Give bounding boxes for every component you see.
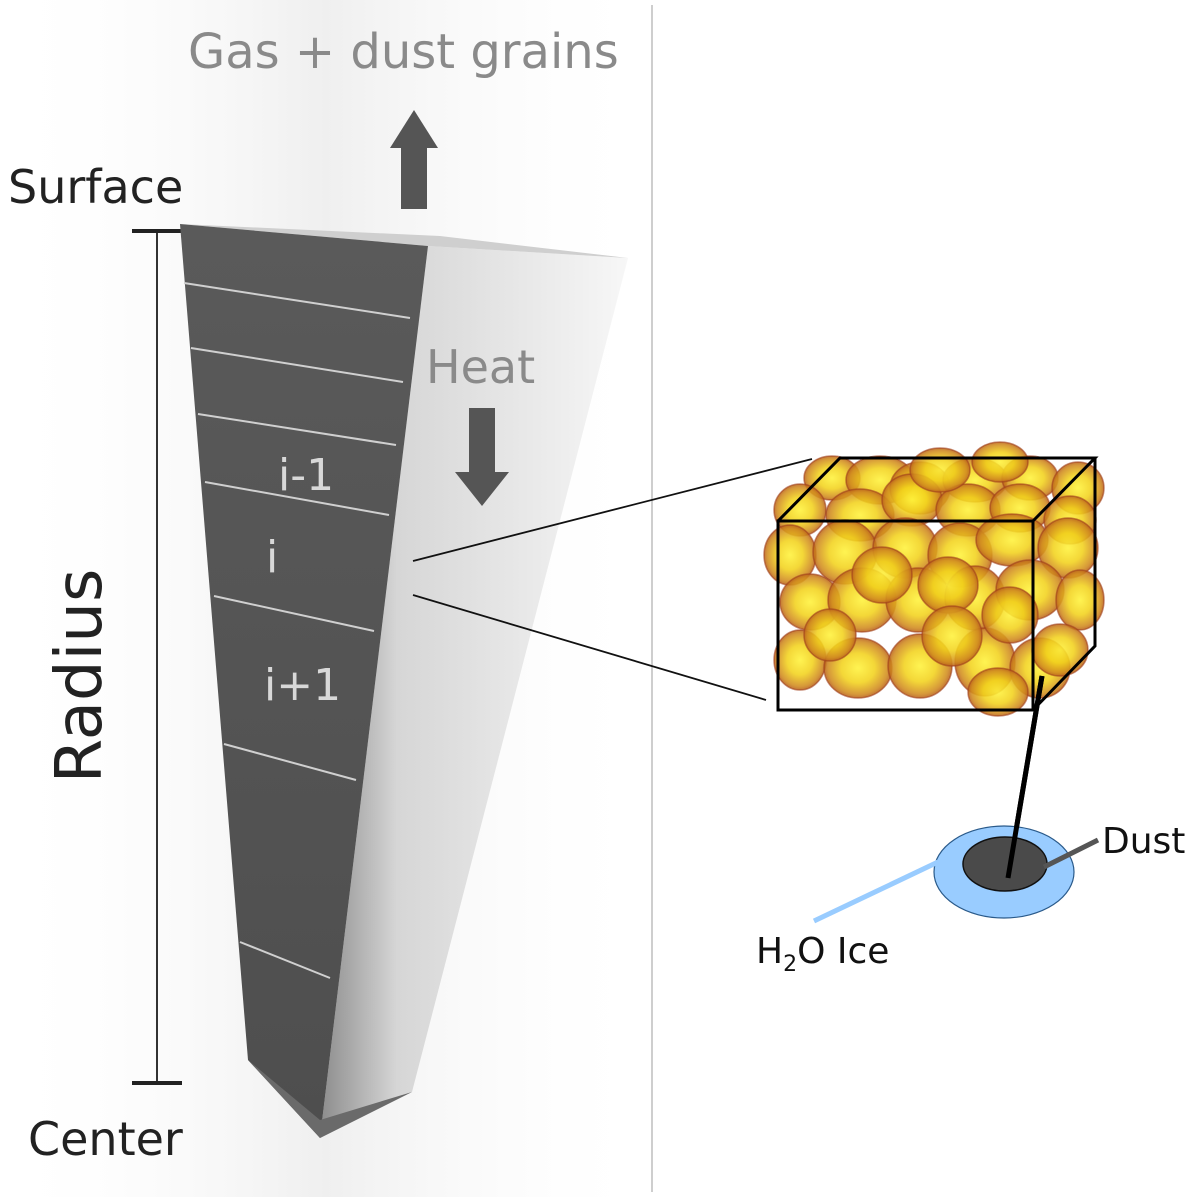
radius-scale-bar	[132, 229, 182, 1085]
ice-label-suffix: O Ice	[797, 931, 890, 972]
dust-leader-line	[1042, 837, 1100, 870]
heat-arrow-icon	[455, 408, 509, 506]
wedge-top-face	[180, 224, 628, 258]
grain-blob	[803, 608, 857, 662]
grain-blob	[909, 447, 971, 493]
ice-label: H2O Ice	[756, 934, 889, 976]
zoom-line-top	[412, 458, 813, 562]
volume-element-cube	[776, 456, 1099, 712]
grain-blob	[981, 586, 1039, 644]
grain-cross-section	[933, 675, 1075, 919]
grain-blob	[1055, 569, 1105, 631]
ice-label-subscript: 2	[783, 952, 798, 978]
center-label: Center	[28, 1112, 183, 1166]
outflow-arrow-icon	[390, 110, 438, 209]
grain-blob	[1031, 623, 1089, 677]
grain-blob	[967, 667, 1029, 717]
dust-label: Dust	[1102, 821, 1186, 862]
grain-blob	[917, 556, 979, 614]
wedge-front-face	[180, 224, 428, 1138]
layer-label-next: i+1	[264, 660, 342, 711]
layer-lines	[183, 282, 411, 979]
layer-label-prev: i-1	[278, 450, 335, 501]
dust-core	[962, 836, 1048, 892]
wedge-side-face	[320, 246, 628, 1138]
outflow-label: Gas + dust grains	[188, 24, 619, 80]
grain-blob	[851, 546, 913, 604]
grain-blob	[971, 441, 1029, 483]
ice-leader-line	[812, 859, 940, 924]
layer-label-current: i	[266, 532, 279, 583]
grain-blob	[921, 605, 983, 667]
radius-label: Radius	[43, 568, 117, 784]
wedge-tip	[248, 1060, 412, 1138]
dust-ice-grain-cluster	[763, 441, 1105, 717]
surface-label: Surface	[8, 160, 184, 214]
ice-label-prefix: H	[756, 931, 784, 972]
zoom-line-bottom	[412, 594, 767, 701]
heat-label: Heat	[426, 340, 536, 394]
